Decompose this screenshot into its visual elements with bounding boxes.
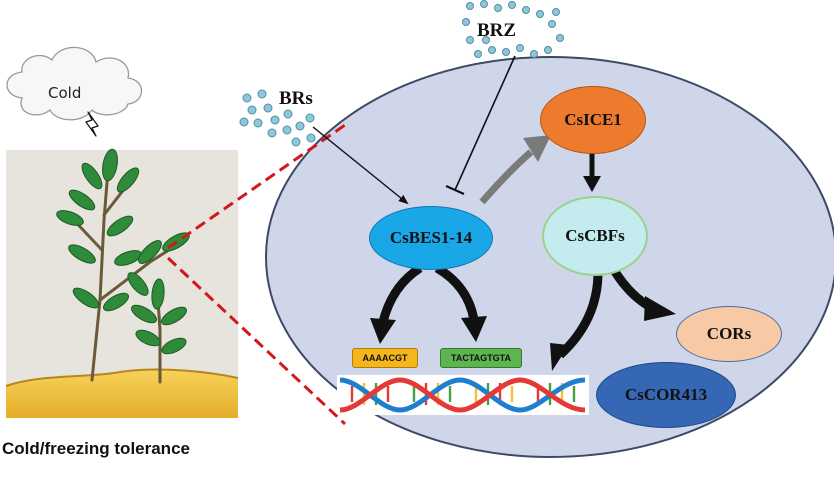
cors-label: CORs: [706, 324, 752, 343]
brs-label: BRs: [279, 88, 313, 109]
zoom-line-bottom: [166, 256, 347, 426]
sequence-1-label: AAAACGT: [362, 353, 408, 363]
lightning-icon: [85, 111, 99, 137]
sequence-2-label: TACTAGTGTA: [451, 353, 511, 363]
csbes1-14-label: CsBES1-14: [389, 228, 473, 247]
sequence-box-1: AAAACGT: [352, 348, 418, 368]
csice1-node: CsICE1: [540, 86, 646, 154]
bes-to-ice-arrow: [479, 149, 534, 205]
zoom-line-top: [167, 123, 346, 250]
cbfs-to-dna-arrow: [556, 271, 603, 359]
cscbfs-label: CsCBFs: [565, 226, 625, 245]
dna-helix: [337, 375, 589, 415]
plant-illustration: [5, 148, 239, 418]
brs-particles: [239, 89, 316, 147]
sequence-box-2: TACTAGTGTA: [440, 348, 522, 368]
cscor413-node: CsCOR413: [596, 362, 736, 428]
cold-cloud: [6, 46, 143, 121]
csbes1-14-node: CsBES1-14: [369, 206, 493, 270]
cscbfs-node: CsCBFs: [542, 196, 648, 276]
brz-label: BRZ: [477, 20, 517, 41]
bes-to-seq1-arrow: [378, 264, 423, 324]
brs-arrow: [312, 126, 409, 205]
brz-inhibition-line: [454, 55, 516, 191]
plant-caption: Cold/freezing tolerance: [2, 439, 190, 458]
brz-particles: [462, 0, 564, 58]
brz-inhibition-bar: [445, 184, 465, 196]
cscor413-label: CsCOR413: [624, 385, 708, 404]
cors-node: CORs: [676, 306, 782, 362]
bes-to-seq2-arrow: [434, 264, 479, 321]
csice1-label: CsICE1: [564, 110, 622, 129]
cold-label: Cold: [48, 84, 82, 102]
